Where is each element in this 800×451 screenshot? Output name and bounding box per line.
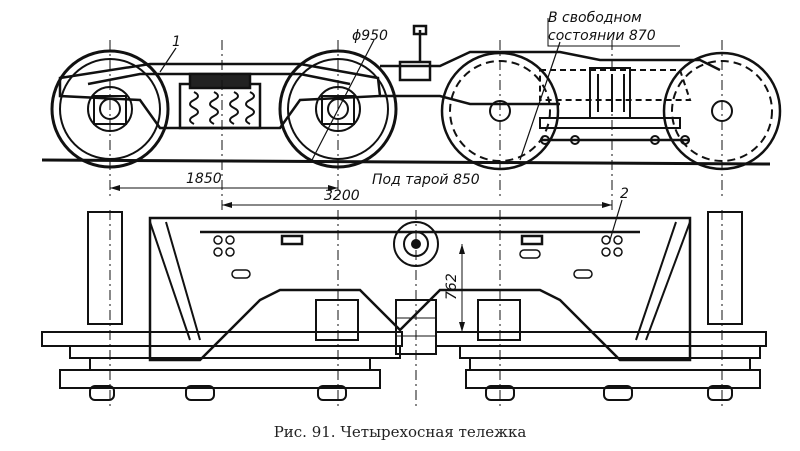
left-side-frame (58, 62, 382, 130)
bolts-right (601, 235, 623, 257)
figure-caption: Рис. 91. Четырехосная тележка (273, 423, 527, 441)
dim-3200-line (222, 202, 612, 208)
spring-set-right (597, 74, 625, 112)
label-free-state-2: состоянии 870 (548, 28, 656, 44)
centerlines-plan (109, 210, 723, 410)
wheelset-plan-right (435, 211, 767, 371)
diagonal-stays (149, 221, 691, 341)
label-wheel-diameter: ϕ950 (352, 28, 388, 44)
wheel-4 (662, 51, 782, 171)
label-under-tare: Под тарой 850 (372, 172, 480, 188)
dim-762-line (459, 244, 465, 332)
label-dim-1850: 1850 (186, 171, 222, 187)
side-view: 1 ϕ950 В свободном состоянии 870 Под тар… (41, 10, 782, 210)
spring-set-left (189, 91, 255, 125)
centerlines-top (109, 40, 723, 210)
span-bolster-plan (148, 216, 692, 362)
dim-1850-line (110, 185, 338, 191)
plan-view: 762 2 (41, 186, 767, 410)
right-side-frame (539, 67, 692, 145)
label-dim-762: 762 (444, 273, 460, 300)
diameter-leader (311, 39, 375, 161)
label-part-1: 1 (172, 34, 181, 50)
bolts-left (213, 235, 235, 257)
span-bolster (380, 24, 721, 106)
slots (231, 249, 593, 279)
lower-frame (59, 369, 761, 401)
label-dim-3200: 3200 (324, 188, 360, 204)
label-part-2: 2 (620, 186, 629, 202)
free-state-leader (519, 41, 561, 161)
rail-line (41, 158, 771, 166)
label-free-state-1: В свободном (548, 10, 642, 26)
